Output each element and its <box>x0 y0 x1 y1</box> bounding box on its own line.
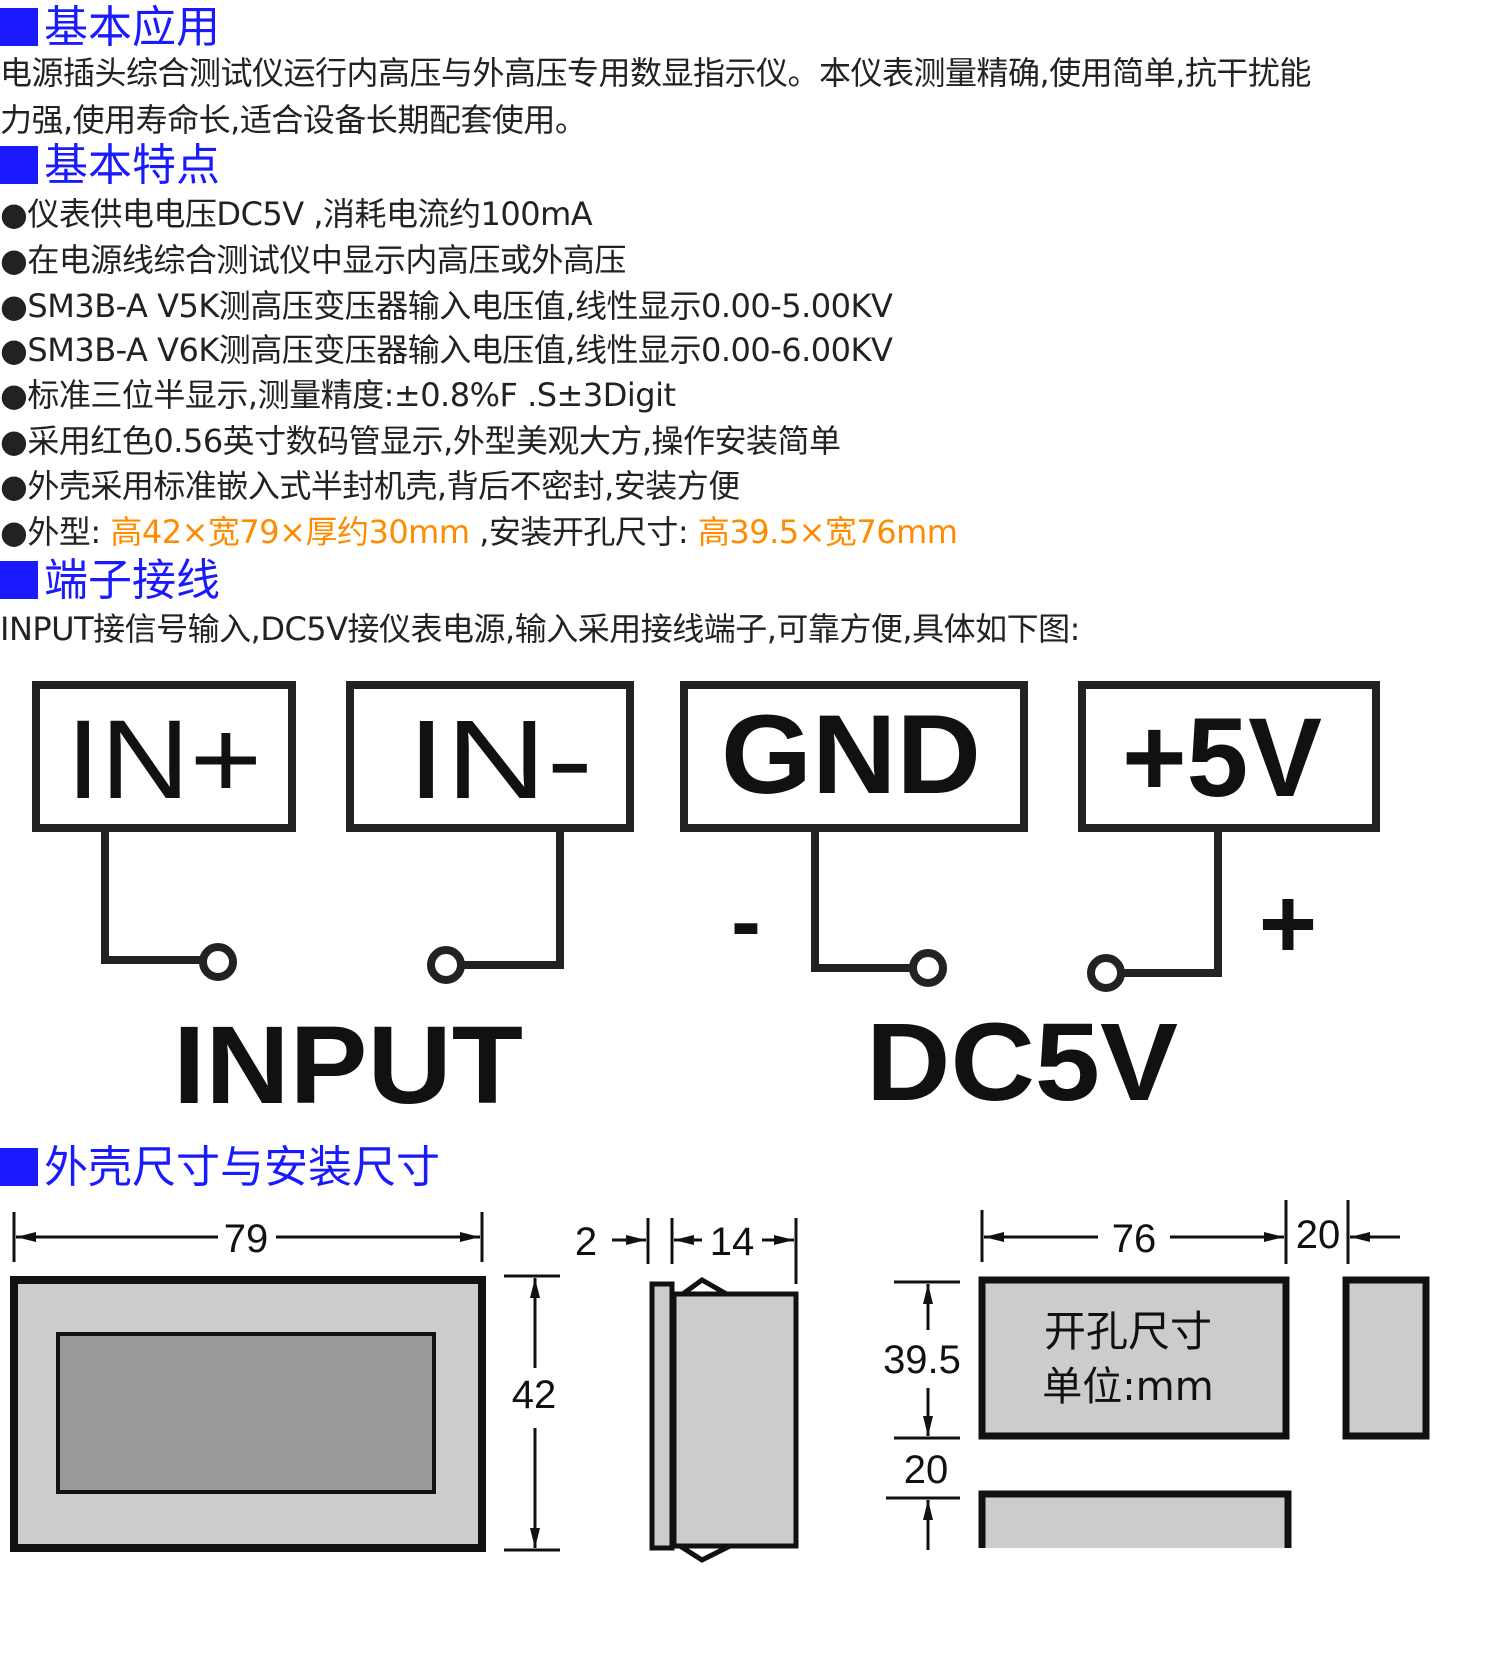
terminal-label-5v: +5V <box>1122 695 1322 820</box>
dim-2: 2 <box>575 1220 597 1264</box>
heading-text: 基本应用 <box>44 2 220 53</box>
wire-gnd <box>811 828 912 972</box>
dim-20-vertical: 20 <box>904 1448 949 1492</box>
feature-item: ●SM3B-A V5K测高压变压器输入电压值,线性显示0.00-5.00KV <box>0 287 893 325</box>
dim-20-horizontal: 20 <box>1296 1213 1341 1257</box>
heading-basic-application: 基本应用 <box>0 0 220 56</box>
heading-basic-features: 基本特点 <box>0 138 220 194</box>
terminal-dot <box>909 949 947 987</box>
cutout-rect <box>978 1276 1290 1440</box>
basic-application-line-2: 力强,使用寿命长,适合设备长期配套使用。 <box>0 101 587 139</box>
terminal-box-in-minus <box>346 681 634 832</box>
group-label-dc5v: DC5V <box>866 1001 1178 1120</box>
cutout-rect-lower-partial <box>978 1490 1292 1548</box>
feature-item: ●标准三位半显示,测量精度:±0.8%F .S±3Digit <box>0 376 676 414</box>
dims-prefix: ●外型: <box>0 513 111 551</box>
dim-42: 42 <box>512 1373 557 1417</box>
cutout-rect-right-partial <box>1342 1276 1430 1440</box>
wire-5v <box>1124 828 1222 977</box>
dim-79: 79 <box>224 1217 269 1261</box>
heading-text: 外壳尺寸与安装尺寸 <box>44 1142 440 1193</box>
display-window <box>56 1332 436 1494</box>
heading-text: 基本特点 <box>44 140 220 191</box>
terminal-label-gnd: GND <box>721 692 981 817</box>
polarity-minus: - <box>731 872 761 972</box>
heading-text: 端子接线 <box>44 555 220 606</box>
dims-cutout: 高39.5×宽76mm <box>697 513 958 551</box>
square-bullet-icon <box>0 561 38 599</box>
side-flange <box>649 1281 675 1551</box>
feature-item: ●SM3B-A V6K测高压变压器输入电压值,线性显示0.00-6.00KV <box>0 331 893 369</box>
wire-in-minus <box>462 828 564 969</box>
cutout-label-2: 单位:mm <box>1042 1364 1213 1410</box>
heading-housing-dimensions: 外壳尺寸与安装尺寸 <box>0 1140 440 1196</box>
dim-14: 14 <box>710 1220 755 1264</box>
dim-39-5: 39.5 <box>883 1338 961 1382</box>
basic-application-line-1: 电源插头综合测试仪运行内高压与外高压专用数显指示仪。本仪表测量精确,使用简单,抗… <box>0 54 1311 92</box>
feature-item: ●仪表供电电压DC5V ,消耗电流约100mA <box>0 195 593 233</box>
terminal-dot <box>199 943 237 981</box>
square-bullet-icon <box>0 8 38 46</box>
wiring-diagram: IN+ IN- GND +5V - + INPUT DC5V <box>32 681 1380 1120</box>
polarity-plus: + <box>1259 868 1317 980</box>
wire-in-plus <box>101 828 202 964</box>
terminal-box-in-plus <box>32 681 296 832</box>
cutout-label-1: 开孔尺寸 <box>1044 1307 1212 1356</box>
dimension-drawing: 79 42 2 14 开孔尺寸 单位:mm 76 20 <box>10 1200 1430 1563</box>
square-bullet-icon <box>0 1148 38 1186</box>
group-label-input: INPUT <box>173 1004 523 1120</box>
terminal-box-gnd <box>680 681 1028 832</box>
terminal-label-in-minus: IN- <box>407 697 593 822</box>
feature-item: ●外壳采用标准嵌入式半封机壳,背后不密封,安装方便 <box>0 467 740 505</box>
heading-terminal-wiring: 端子接线 <box>0 553 220 609</box>
terminal-dot <box>1087 954 1125 992</box>
square-bullet-icon <box>0 146 38 184</box>
feature-item: ●采用红色0.56英寸数码管显示,外型美观大方,操作安装简单 <box>0 422 841 460</box>
dims-middle: ,安装开孔尺寸: <box>469 513 698 551</box>
feature-item-dimensions: ●外型: 高42×宽79×厚约30mm ,安装开孔尺寸: 高39.5×宽76mm <box>0 508 958 556</box>
terminal-label-in-plus: IN+ <box>66 697 262 822</box>
terminal-dot <box>427 946 465 984</box>
dims-outer: 高42×宽79×厚约30mm <box>110 513 470 551</box>
terminal-box-5v <box>1078 681 1380 832</box>
side-body <box>671 1291 799 1549</box>
wiring-description: INPUT接信号输入,DC5V接仪表电源,输入采用接线端子,可靠方便,具体如下图… <box>0 610 1080 648</box>
dim-76: 76 <box>1112 1217 1157 1261</box>
feature-item: ●在电源线综合测试仪中显示内高压或外高压 <box>0 241 626 279</box>
